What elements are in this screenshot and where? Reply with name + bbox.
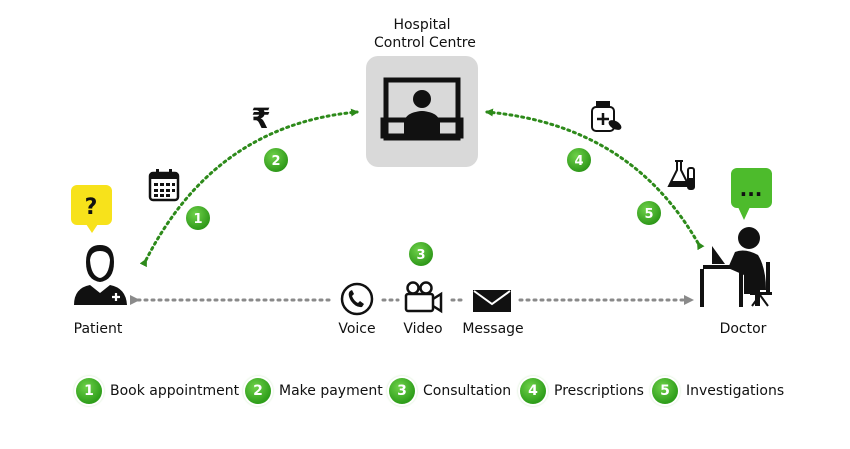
doctor-label: Doctor: [719, 321, 767, 337]
legend-number-2: 2: [245, 378, 271, 404]
svg-text:3: 3: [416, 248, 425, 263]
legend-number-1: 1: [76, 378, 102, 404]
rupee-icon: ₹: [251, 102, 270, 135]
doctor-at-desk-icon: [700, 227, 772, 307]
svg-text:4: 4: [574, 154, 583, 169]
svg-text:...: ...: [740, 177, 763, 201]
legend-number-5: 5: [652, 378, 678, 404]
step-3-marker: 3: [407, 240, 435, 268]
svg-text:2: 2: [271, 154, 280, 169]
phone-icon: [340, 282, 374, 316]
step-1-marker: 1: [184, 204, 212, 232]
legend-number-4: 4: [520, 378, 546, 404]
patient-bubble: ?: [71, 185, 112, 233]
calendar-icon: [148, 169, 180, 202]
medicine-bottle-icon: [591, 101, 622, 132]
message-label: Message: [462, 321, 524, 337]
legend-item-make-payment: 2 Make payment: [245, 377, 383, 405]
video-camera-icon: [404, 281, 443, 314]
video-label: Video: [403, 321, 443, 337]
doctor-bubble: ...: [731, 168, 772, 220]
legend-label-3: Consultation: [423, 383, 512, 399]
step-4-marker: 4: [565, 146, 593, 174]
hospital-title: Hospital Control Centre: [374, 17, 476, 51]
arc-patient-to-hospital: [139, 108, 359, 268]
legend-label-1: Book appointment: [110, 383, 240, 399]
legend-label-5: Investigations: [686, 383, 785, 399]
arc-doctor-to-hospital: [485, 108, 705, 251]
monitor-person-icon: [380, 77, 464, 141]
legend-item-book-appointment: 1 Book appointment: [76, 377, 239, 405]
envelope-icon: [473, 290, 511, 312]
hospital-title-line1: Hospital: [393, 17, 451, 33]
step-2-marker: 2: [262, 146, 290, 174]
legend-label-4: Prescriptions: [554, 383, 644, 399]
legend-item-investigations: 5 Investigations: [652, 377, 784, 405]
legend-label-2: Make payment: [279, 383, 383, 399]
svg-text:5: 5: [644, 207, 653, 222]
patient-icon: [74, 245, 127, 305]
voice-label: Voice: [338, 321, 376, 337]
patient-label: Patient: [73, 321, 123, 337]
step-5-marker: 5: [635, 199, 663, 227]
svg-text:1: 1: [193, 212, 202, 227]
legend-item-prescriptions: 4 Prescriptions: [520, 377, 644, 405]
legend-item-consultation: 3 Consultation: [389, 377, 511, 405]
hospital-title-line2: Control Centre: [374, 35, 476, 51]
lab-flask-icon: [667, 160, 695, 190]
svg-text:?: ?: [85, 195, 98, 220]
legend-number-3: 3: [389, 378, 415, 404]
